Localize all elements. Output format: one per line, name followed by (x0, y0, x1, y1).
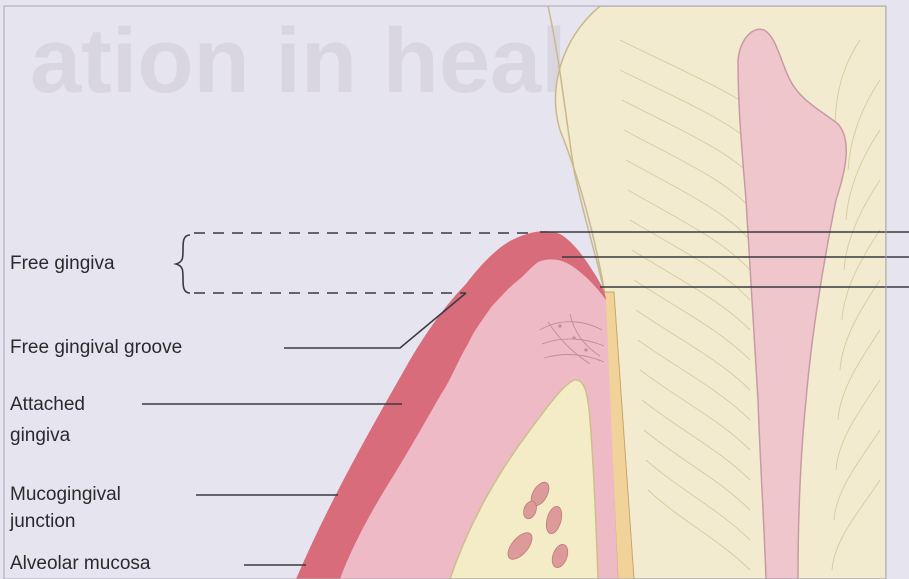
label-free-gingiva: Free gingiva (10, 252, 115, 276)
label-mucogingival-junction-line1: Mucogingival (10, 483, 121, 507)
label-attached-gingiva-line2: gingiva (10, 424, 70, 448)
label-mucogingival-junction-line2: junction (10, 510, 76, 534)
free-gingiva-brace (176, 235, 190, 293)
label-free-gingival-groove: Free gingival groove (10, 336, 182, 360)
label-alveolar-mucosa: Alveolar mucosa (10, 552, 150, 576)
label-attached-gingiva-line1: Attached (10, 393, 85, 417)
